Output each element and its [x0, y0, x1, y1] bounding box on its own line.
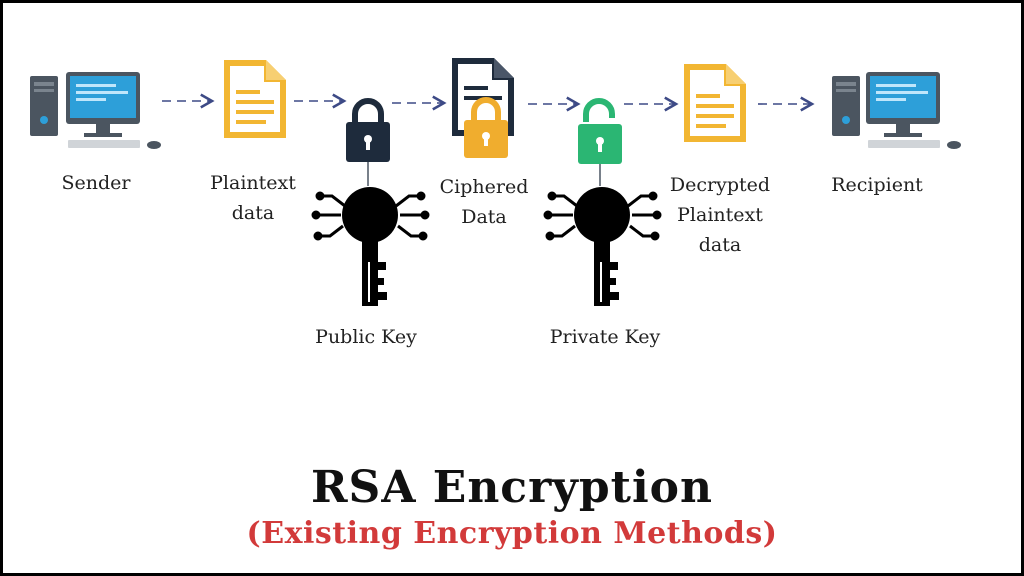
sender-computer-icon [30, 72, 161, 149]
plaintext-label: Plaintext data [210, 168, 296, 228]
plaintext-label-line1: Plaintext [210, 172, 296, 194]
public-circuit-key-icon [311, 187, 430, 306]
ciphered-label: Ciphered Data [440, 172, 529, 232]
ciphered-label-line2: Data [461, 206, 507, 228]
sender-label-text: Sender [61, 172, 131, 194]
flow-arrows [162, 93, 815, 112]
locked-document-icon [452, 58, 514, 158]
closed-padlock-icon [346, 98, 390, 162]
private-circuit-key-icon [543, 187, 662, 306]
sender-label: Sender [62, 168, 131, 198]
private-key-label-text: Private Key [549, 326, 661, 348]
public-key-label-text: Public Key [315, 326, 417, 348]
plaintext-document-icon [224, 60, 286, 138]
decrypted-label-line1: Decrypted [669, 174, 771, 196]
plaintext-label-line2: data [231, 202, 275, 224]
decrypted-label-line3: data [698, 234, 742, 256]
recipient-computer-icon [832, 72, 961, 149]
ciphered-label-line1: Ciphered [439, 176, 529, 198]
decrypted-label-line2: Plaintext [677, 204, 763, 226]
recipient-label-text: Recipient [831, 174, 923, 196]
decrypted-document-icon [684, 64, 746, 142]
open-padlock-icon [578, 98, 622, 164]
public-key-label: Public Key [315, 322, 417, 352]
private-key-label: Private Key [550, 322, 661, 352]
page-title: RSA Encryption [310, 462, 713, 513]
decrypted-label: Decrypted Plaintext data [670, 170, 770, 260]
recipient-label: Recipient [831, 170, 923, 200]
page-subtitle: (Existing Encryption Methods) [246, 516, 778, 551]
